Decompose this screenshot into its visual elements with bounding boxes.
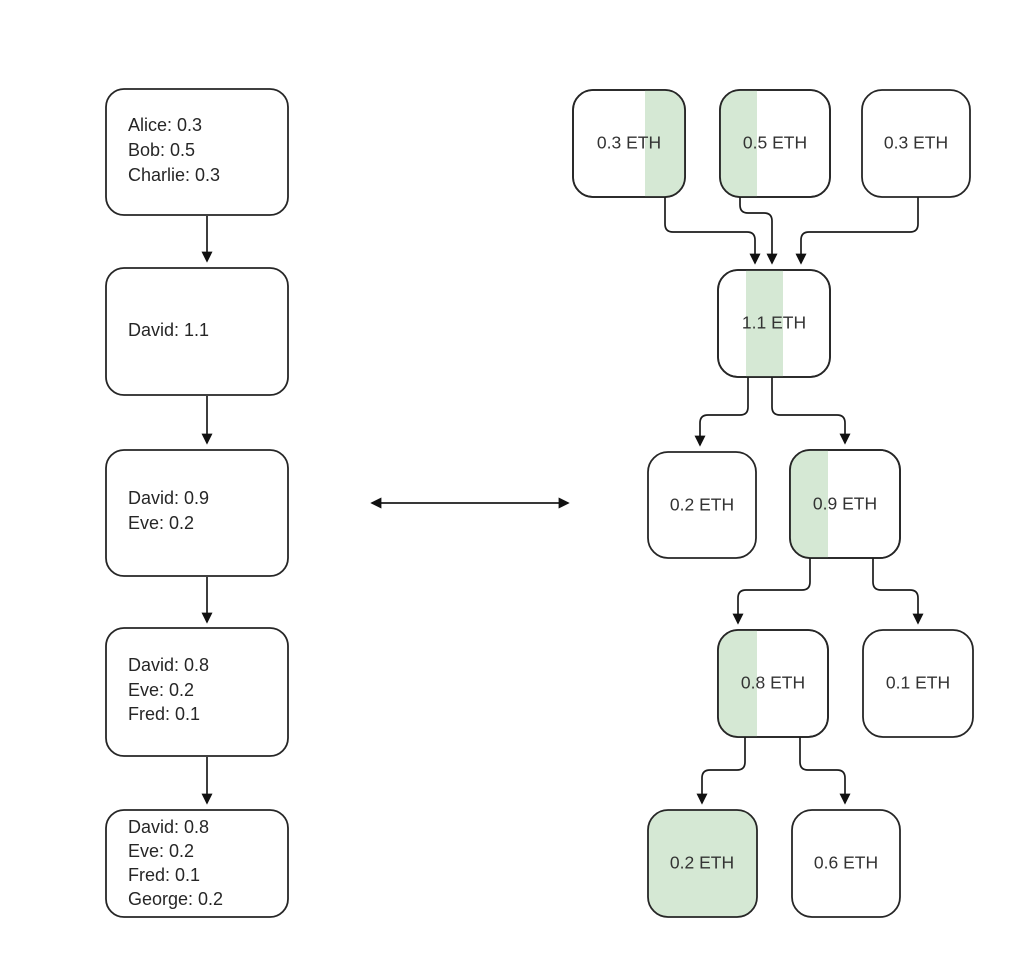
account-state-line: Fred: 0.1 bbox=[128, 704, 200, 724]
account-state-line: Fred: 0.1 bbox=[128, 865, 200, 885]
utxo-edge bbox=[799, 737, 851, 805]
account-state-line: Bob: 0.5 bbox=[128, 140, 195, 160]
account-state-line: David: 0.9 bbox=[128, 488, 209, 508]
utxo-node-1: 0.3 ETH bbox=[572, 89, 686, 198]
account-state-line: George: 0.2 bbox=[128, 889, 223, 909]
account-state-line: David: 0.8 bbox=[128, 817, 209, 837]
utxo-edge bbox=[739, 197, 778, 265]
utxo-node-shape bbox=[862, 629, 974, 738]
utxo-highlight-strip bbox=[746, 270, 783, 377]
account-state-box-shape bbox=[105, 449, 289, 577]
utxo-node-6: 0.9 ETH bbox=[789, 449, 901, 559]
utxo-node-8: 0.1 ETH bbox=[862, 629, 974, 738]
account-state-box-shape bbox=[105, 88, 289, 216]
utxo-edge bbox=[664, 197, 761, 265]
utxo-node-4: 1.1 ETH bbox=[717, 269, 831, 378]
utxo-model-tree: 0.3 ETH 0.5 ETH 0.3 ETH 1.1 ETH bbox=[572, 89, 974, 918]
utxo-node-label: 0.1 ETH bbox=[886, 673, 950, 693]
utxo-node-shape bbox=[647, 809, 758, 918]
account-state-box-shape bbox=[105, 267, 289, 396]
account-state-line: Eve: 0.2 bbox=[128, 841, 194, 861]
account-state-line: Charlie: 0.3 bbox=[128, 165, 220, 185]
utxo-highlight-strip bbox=[790, 450, 828, 558]
account-state-box-3: David: 0.9 Eve: 0.2 bbox=[105, 449, 289, 577]
utxo-edge bbox=[696, 737, 746, 805]
utxo-node-label: 0.3 ETH bbox=[884, 133, 948, 153]
utxo-node-10: 0.6 ETH bbox=[791, 809, 901, 918]
utxo-node-label: 0.2 ETH bbox=[670, 495, 734, 515]
account-model-column: Alice: 0.3 Bob: 0.5 Charlie: 0.3 David: … bbox=[105, 88, 289, 918]
utxo-node-border bbox=[572, 89, 686, 198]
utxo-highlight-strip bbox=[720, 90, 757, 197]
utxo-node-2: 0.5 ETH bbox=[719, 89, 831, 198]
utxo-edge bbox=[732, 558, 811, 625]
account-state-box-shape bbox=[105, 627, 289, 757]
account-state-line: Alice: 0.3 bbox=[128, 115, 202, 135]
utxo-node-border bbox=[717, 269, 831, 378]
utxo-node-label: 0.9 ETH bbox=[813, 494, 877, 514]
account-state-line: David: 1.1 bbox=[128, 320, 209, 340]
utxo-highlight-strip bbox=[718, 630, 757, 737]
utxo-node-label: 0.2 ETH bbox=[670, 853, 734, 873]
utxo-edge bbox=[872, 558, 924, 625]
account-state-line: Eve: 0.2 bbox=[128, 513, 194, 533]
utxo-node-label: 0.5 ETH bbox=[743, 133, 807, 153]
account-state-box-2: David: 1.1 bbox=[105, 267, 289, 396]
account-state-line: Eve: 0.2 bbox=[128, 680, 194, 700]
utxo-highlight-strip bbox=[645, 90, 685, 197]
utxo-node-shape bbox=[647, 451, 757, 559]
account-state-box-4: David: 0.8 Eve: 0.2 Fred: 0.1 bbox=[105, 627, 289, 757]
utxo-node-9: 0.2 ETH bbox=[647, 809, 758, 918]
account-state-line: David: 0.8 bbox=[128, 655, 209, 675]
account-state-box-5: David: 0.8 Eve: 0.2 Fred: 0.1 George: 0.… bbox=[105, 809, 289, 918]
utxo-node-5: 0.2 ETH bbox=[647, 451, 757, 559]
account-state-box-1: Alice: 0.3 Bob: 0.5 Charlie: 0.3 bbox=[105, 88, 289, 216]
utxo-node-3: 0.3 ETH bbox=[861, 89, 971, 198]
utxo-node-label: 0.6 ETH bbox=[814, 853, 878, 873]
utxo-edge bbox=[694, 377, 749, 447]
utxo-node-7: 0.8 ETH bbox=[717, 629, 829, 738]
utxo-node-border bbox=[717, 629, 829, 738]
utxo-node-label: 0.3 ETH bbox=[597, 133, 661, 153]
utxo-node-label: 1.1 ETH bbox=[742, 313, 806, 333]
account-state-box-shape bbox=[105, 809, 289, 918]
utxo-node-border bbox=[789, 449, 901, 559]
utxo-edge bbox=[795, 197, 919, 265]
utxo-node-shape bbox=[861, 89, 971, 198]
utxo-edge bbox=[771, 377, 851, 445]
utxo-node-shape bbox=[791, 809, 901, 918]
utxo-node-border bbox=[719, 89, 831, 198]
utxo-node-label: 0.8 ETH bbox=[741, 673, 805, 693]
